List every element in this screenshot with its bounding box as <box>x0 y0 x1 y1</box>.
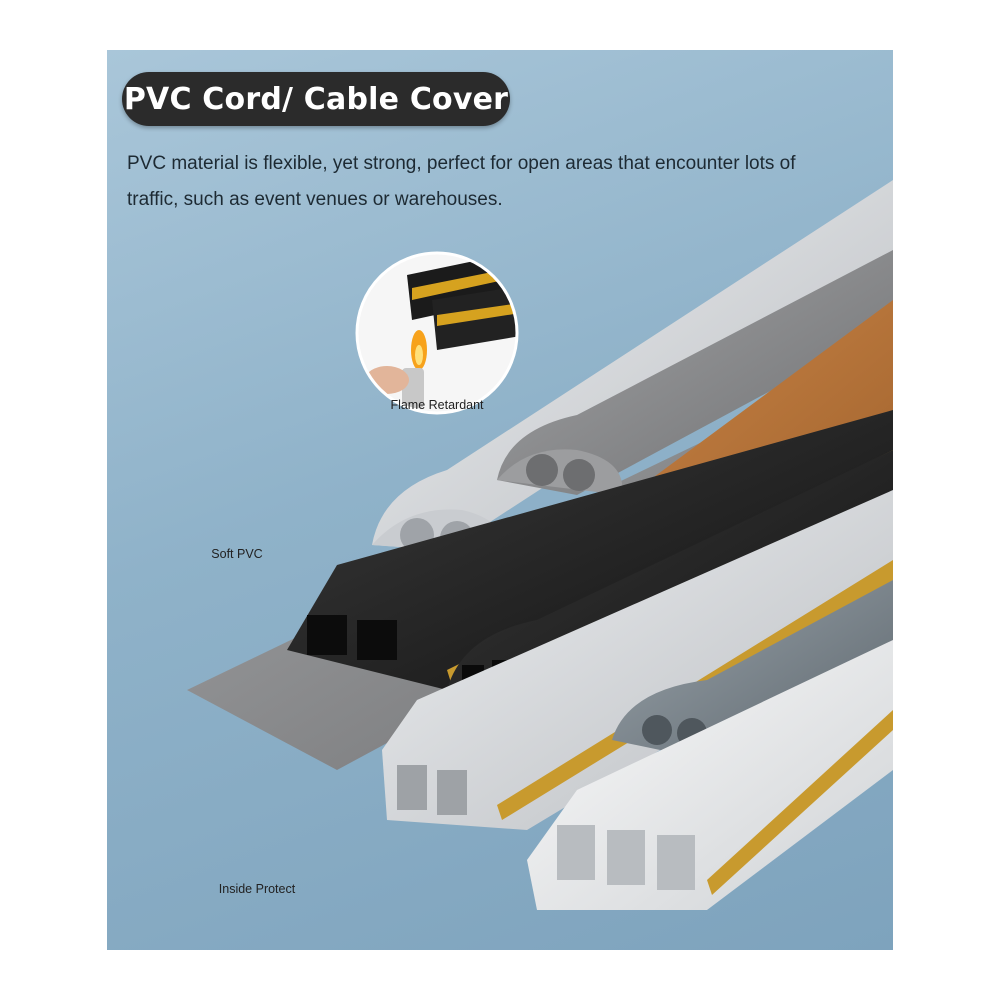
page-title: PVC Cord/ Cable Cover <box>123 81 509 117</box>
gray-round-cover <box>497 250 893 495</box>
title-badge: PVC Cord/ Cable Cover <box>122 72 510 126</box>
white-flat-cover <box>527 640 893 910</box>
flame-retardant-feature <box>355 251 519 415</box>
product-description: PVC material is flexible, yet strong, pe… <box>127 153 796 210</box>
inside-protect-label: Inside Protect <box>218 882 296 896</box>
flame-retardant-label: Flame Retardant <box>390 398 484 412</box>
soft-pvc-label: Soft PVC <box>211 547 263 561</box>
cable-covers-illustration <box>187 180 893 910</box>
product-panel: PVC Cord/ Cable Cover PVC material is fl… <box>107 50 893 950</box>
